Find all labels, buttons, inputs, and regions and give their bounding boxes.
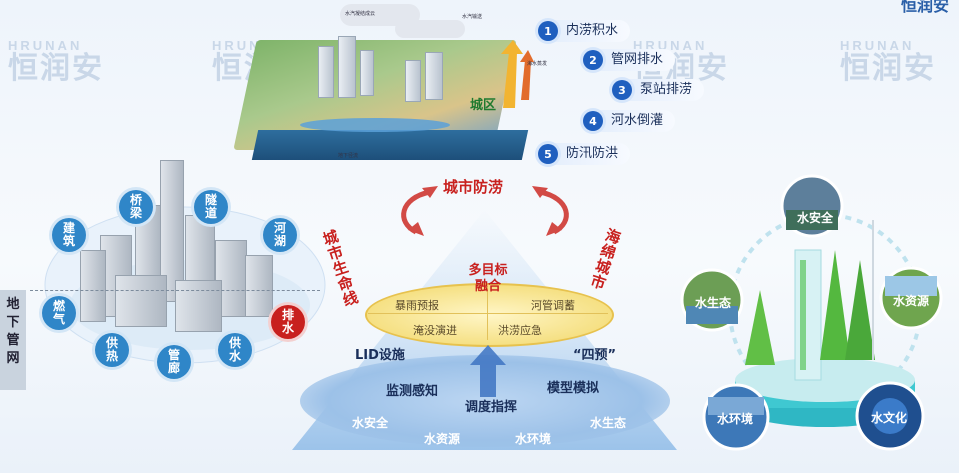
- step-label: 内涝积水: [550, 20, 631, 42]
- step-item: 5 防汛防洪: [538, 142, 631, 166]
- step-item: 2 管网排水: [583, 48, 676, 72]
- step-number: 4: [583, 111, 603, 131]
- fusion-ring: [365, 283, 614, 347]
- heating-label: 供热: [105, 336, 118, 363]
- diorama-building: [318, 46, 334, 98]
- watermark-en: HRUNAN: [8, 38, 83, 53]
- lid-facilities-label: LID设施: [355, 348, 405, 363]
- water-culture-label: 水文化: [871, 411, 908, 425]
- zone-label: 城区: [470, 98, 497, 113]
- water-supply-badge: 供水: [218, 333, 252, 367]
- river-lake-label: 河湖: [273, 221, 286, 248]
- cloud-icon: [395, 20, 465, 38]
- water-ecology-photo: [680, 268, 744, 332]
- city-building: [115, 275, 167, 327]
- tunnel-badge: 隧道: [194, 190, 228, 224]
- evaporation-arrows: [501, 40, 534, 108]
- step-number: 2: [583, 50, 603, 70]
- quadrant-flood-emergency: 洪涝应急: [498, 324, 542, 337]
- quadrant-river-pipe-storage: 河管调蓄: [531, 299, 575, 312]
- step-label: 泵站排涝: [624, 79, 705, 101]
- bottom-label: 水环境: [515, 432, 552, 446]
- step-number: 5: [538, 144, 558, 164]
- diorama-building: [405, 60, 421, 102]
- water-environment-label: 水环境: [717, 412, 754, 426]
- dispatch-command-label: 调度指挥: [465, 400, 518, 415]
- river-lake-badge: 河湖: [263, 218, 297, 252]
- water-safety-label: 水安全: [797, 211, 834, 225]
- water-supply-label: 供水: [228, 336, 241, 363]
- bottom-label: 水资源: [424, 432, 461, 446]
- step-label: 管网排水: [595, 49, 676, 71]
- bottom-label: 水生态: [590, 416, 627, 430]
- utility-tunnel-badge: 管廊: [157, 345, 191, 379]
- model-simulation-label: 模型模拟: [547, 381, 600, 396]
- diorama-label: 地下径流: [338, 153, 359, 159]
- city-building: [80, 250, 106, 322]
- city-building: [245, 255, 273, 317]
- step-number: 1: [538, 21, 558, 41]
- diorama-building: [360, 50, 374, 96]
- water-resources-photo: [879, 266, 943, 330]
- diorama-building: [425, 52, 443, 100]
- underground-network-label: 地下管网: [0, 290, 26, 390]
- water-safety-photo: [780, 174, 844, 238]
- building-label: 建筑: [62, 221, 75, 248]
- city-building: [175, 280, 222, 332]
- up-arrow-icon: [470, 345, 506, 397]
- water-resources-label: 水资源: [893, 294, 930, 308]
- bottom-label: 水安全: [352, 416, 389, 430]
- watermark: HRUNAN 恒润安: [840, 38, 936, 85]
- step-item: 3 泵站排涝: [612, 78, 705, 102]
- sponge-city-title: 海绵城市: [588, 225, 623, 294]
- tunnel-label: 隧道: [204, 193, 217, 220]
- watermark-cn: 恒润安: [8, 52, 104, 85]
- utility-tunnel-label: 管廊: [167, 348, 180, 375]
- diorama-label: 水汽输送: [462, 14, 483, 20]
- watermark: HRUNAN 恒润安: [8, 38, 104, 85]
- water-culture-photo: [855, 381, 925, 451]
- monitoring-sensing-label: 监测感知: [386, 384, 439, 399]
- diorama-building: [338, 36, 356, 98]
- building-badge: 建筑: [52, 218, 86, 252]
- quadrant-rainstorm-forecast: 暴雨预报: [395, 299, 439, 312]
- multi-objective-fusion: 多目标 融合: [468, 263, 508, 294]
- water-ecology-label: 水生态: [695, 296, 732, 310]
- gas-badge: 燃气: [42, 296, 76, 330]
- drainage-badge: 排水: [271, 305, 305, 339]
- four-predictions-label: “四预”: [573, 348, 617, 363]
- drainage-label: 排水: [281, 308, 294, 335]
- watermark-en: HRUNAN: [840, 38, 915, 53]
- watermark-cn: 恒润安: [840, 52, 936, 85]
- diorama-label: 海水蒸发: [527, 61, 548, 67]
- diorama-label: 水汽凝结成云: [345, 11, 376, 17]
- diorama-river: [300, 118, 450, 132]
- step-label: 防汛防洪: [550, 143, 631, 165]
- bridge-badge: 桥梁: [119, 190, 153, 224]
- ring-divider: [368, 313, 608, 314]
- step-item: 1 内涝积水: [538, 19, 631, 43]
- step-item: 4 河水倒灌: [583, 109, 676, 133]
- water-environment-photo: [702, 383, 770, 451]
- top-right-title-fragment: 恒润安: [900, 0, 949, 15]
- cycle-arrows: [401, 186, 569, 236]
- quadrant-inundation-evolution: 淹没演进: [413, 324, 457, 337]
- ground-line: [30, 290, 320, 292]
- diorama-water-layer: [251, 130, 529, 160]
- step-number: 3: [612, 80, 632, 100]
- heating-badge: 供热: [95, 333, 129, 367]
- flood-control-title: 城市防涝: [443, 178, 504, 196]
- bridge-label: 桥梁: [129, 193, 142, 220]
- underground-network-text: 地下管网: [6, 297, 20, 366]
- gas-label: 燃气: [52, 299, 65, 326]
- step-label: 河水倒灌: [595, 110, 676, 132]
